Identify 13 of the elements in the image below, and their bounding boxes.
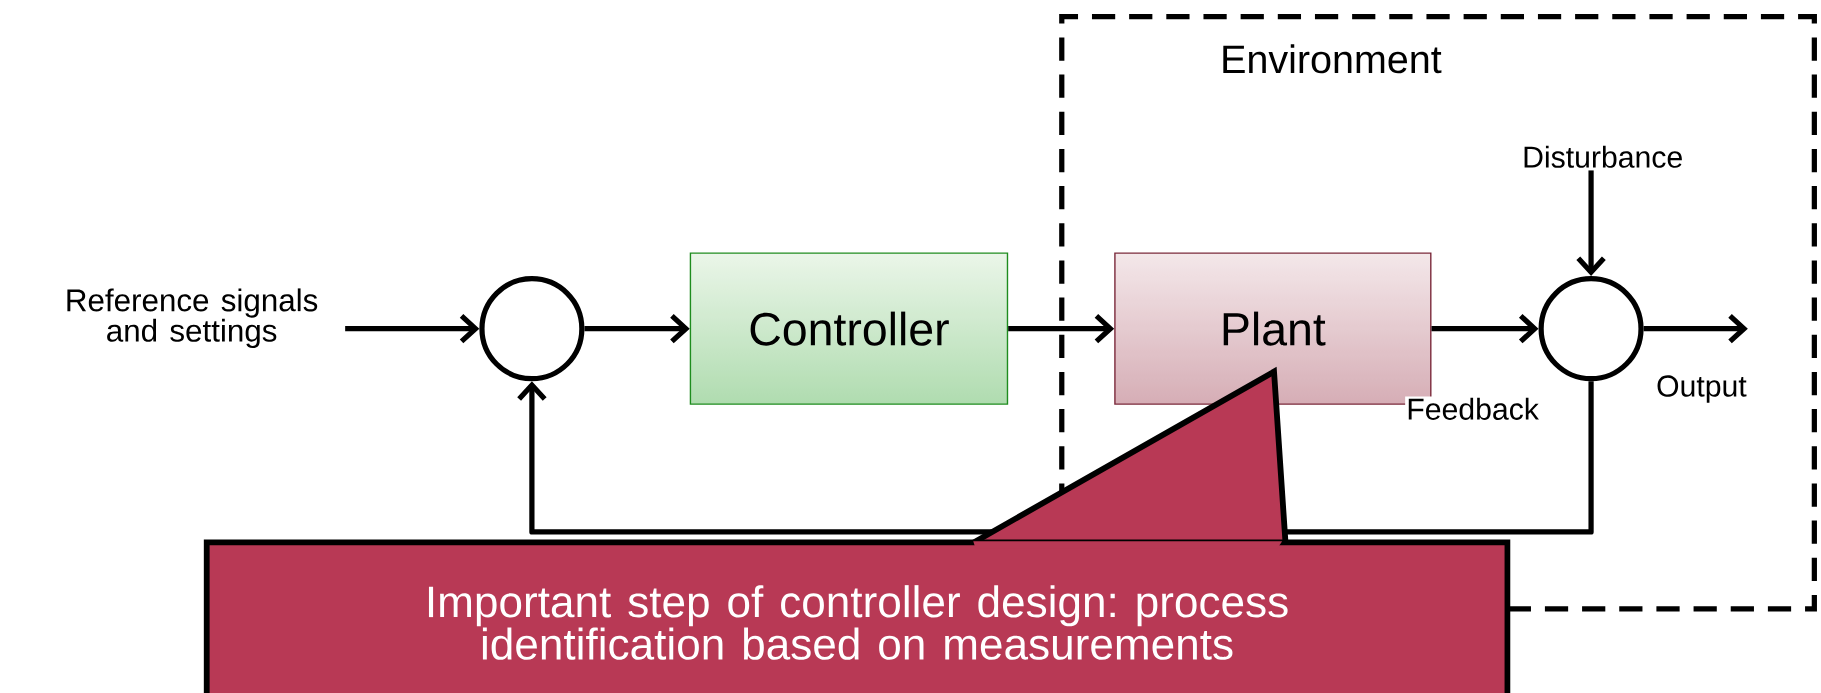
arrow [1576, 170, 1606, 276]
output-label: Output [1657, 375, 1747, 403]
arrow [345, 313, 480, 344]
signal-label: Reference signals and settings [67, 288, 318, 348]
edge-label: Feedback [1405, 396, 1541, 421]
signal-label: Disturbance [1524, 145, 1682, 168]
arrow [1643, 313, 1748, 344]
arrow [1008, 313, 1115, 344]
arrow [584, 313, 690, 344]
summing-circle [479, 275, 585, 382]
summing-circle [1538, 275, 1644, 382]
process-box: Controller [689, 252, 1009, 405]
arrow [1431, 313, 1539, 344]
